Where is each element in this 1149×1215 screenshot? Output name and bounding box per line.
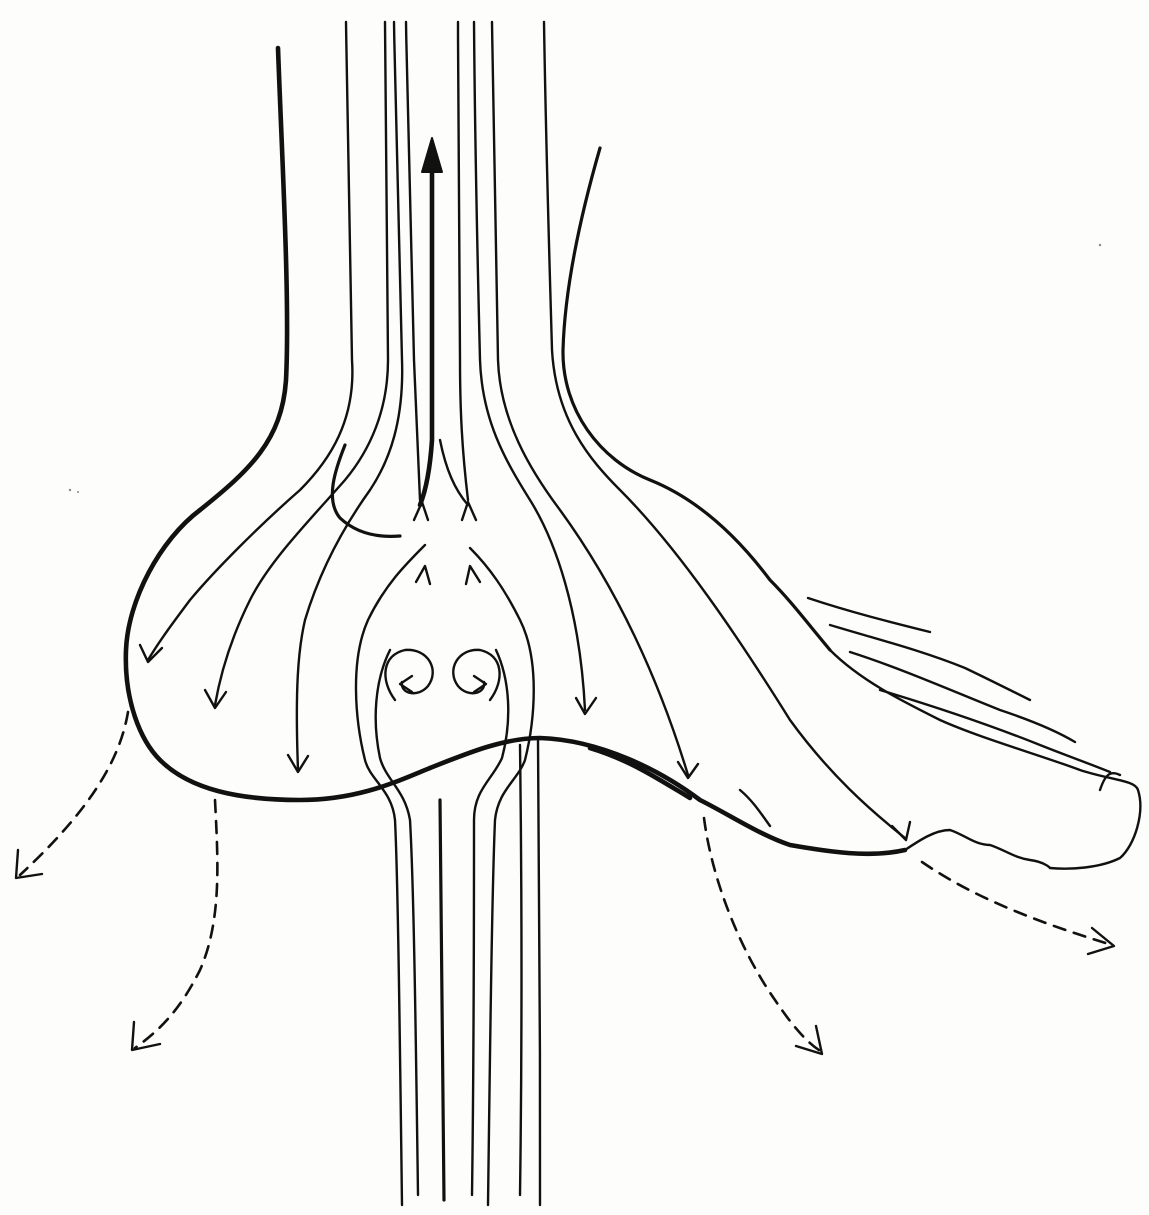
arch-shadow [590, 748, 690, 798]
arrowhead-inner-3 [416, 566, 430, 584]
vortex-left [385, 650, 432, 700]
toe-underside [905, 830, 1050, 868]
leg-outline [126, 48, 1140, 869]
incoming-flow-lines [356, 545, 540, 1205]
arrowhead-inner-1 [414, 502, 428, 520]
main-up-line [420, 170, 432, 505]
stream-right-2 [470, 548, 534, 1205]
speck-2 [77, 491, 79, 493]
paper-specks [69, 244, 1101, 493]
toe-line-4 [880, 690, 1110, 772]
toe-line-2 [830, 625, 1030, 700]
leg-line-8 [544, 22, 905, 838]
leg-line-1 [148, 22, 352, 660]
leg-line-6 [474, 22, 585, 710]
forefoot-top [830, 650, 1140, 869]
stream-center [440, 800, 444, 1200]
stream-right-3 [520, 745, 522, 1195]
leg-line-5 [458, 22, 468, 500]
vortex-curls [385, 650, 499, 700]
vortex-right [453, 650, 499, 700]
toe-crease-1 [740, 790, 770, 826]
dashed-arrow-right [922, 862, 1112, 945]
stream-left-1 [356, 545, 425, 1205]
vortex-right-arrowhead [474, 676, 486, 692]
outflow-dashed-arrows [16, 712, 1114, 1054]
leg-back-contour [200, 48, 287, 510]
dashed-arrow-lower-left [135, 800, 217, 1048]
leg-line-7 [492, 22, 688, 775]
speck-3 [1099, 244, 1101, 246]
main-up-arrowhead [422, 138, 442, 172]
dashed-arrow-lower-right [704, 818, 822, 1052]
vortex-left-arrowhead [400, 676, 412, 692]
leg-line-4 [406, 22, 420, 500]
heel-contour [126, 510, 430, 800]
leg-stream-lines [148, 22, 905, 838]
hook-curve [332, 445, 400, 536]
arrowhead-down-4 [576, 698, 596, 714]
speck-1 [69, 489, 71, 491]
leg-line-2 [215, 22, 388, 705]
arrowhead-inner-4 [466, 566, 480, 584]
toe-line-1 [808, 598, 930, 632]
stream-right-4 [538, 740, 540, 1205]
arrowhead-inner-2 [462, 502, 476, 520]
arrowheads [140, 138, 910, 840]
dashed-arrow-left [20, 712, 128, 875]
